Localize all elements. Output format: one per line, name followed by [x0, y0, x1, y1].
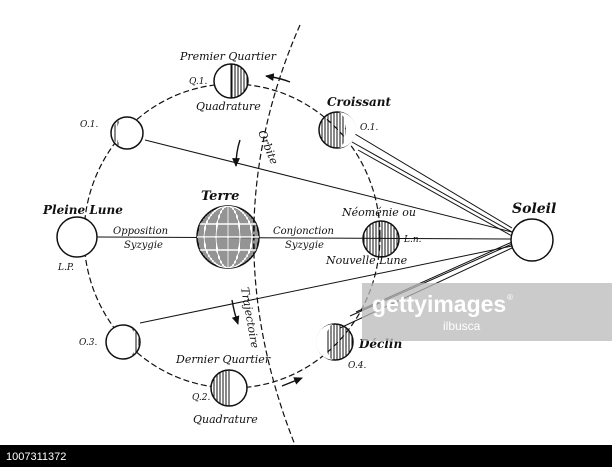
watermark-credit: ilbusca — [443, 319, 481, 333]
moon-first-quarter — [213, 63, 249, 99]
moon-waning-crescent — [316, 323, 354, 361]
moon-o3 — [105, 324, 141, 360]
moon-o1-left — [110, 116, 144, 150]
label-pleine-lune: Pleine Lune — [42, 203, 123, 217]
moon-last-quarter — [210, 369, 248, 407]
earth-globe — [196, 205, 260, 269]
label-dernier-quartier: Dernier Quartier — [175, 353, 271, 366]
sun — [510, 218, 554, 262]
label-o1-left: O.1. — [80, 120, 98, 130]
label-conjonction: Conjonction — [273, 226, 334, 237]
earth-trajectory — [253, 24, 301, 446]
label-quadrature-bottom: Quadrature — [193, 413, 258, 426]
label-orbite: Orbite — [255, 128, 281, 166]
watermark-registered: ® — [507, 293, 513, 302]
label-syzygie-right: Syzygie — [285, 240, 324, 251]
label-o3: O.3. — [79, 338, 97, 348]
watermark: gettyimages ® ilbusca — [362, 283, 612, 341]
moon-new — [362, 220, 400, 258]
label-o4: O.4. — [348, 361, 366, 371]
label-trajectoire: Trajectoire — [238, 286, 262, 349]
label-terre: Terre — [201, 189, 239, 204]
label-quadrature-top: Quadrature — [196, 100, 261, 113]
label-nouvelle-lune: Nouvelle Lune — [325, 254, 408, 267]
moon-crescent — [318, 111, 356, 149]
label-o1-right: O.1. — [360, 123, 378, 133]
label-lp: L.P. — [57, 263, 74, 273]
label-neomenie: Néoménie ou — [341, 206, 416, 219]
label-q2: Q.2. — [192, 393, 211, 403]
footer-image-id: 1007311372 — [6, 451, 66, 463]
label-croissant: Croissant — [327, 95, 391, 109]
label-ln: L.n. — [403, 235, 422, 245]
label-premier-quartier: Premier Quartier — [179, 50, 277, 63]
moon-full — [56, 216, 98, 258]
label-soleil: Soleil — [512, 201, 556, 217]
label-opposition: Opposition — [113, 226, 168, 237]
direction-arrows — [231, 73, 303, 387]
watermark-brand: gettyimages — [372, 291, 506, 317]
label-q1: Q.1. — [189, 77, 208, 87]
footer-bar — [0, 445, 612, 467]
label-syzygie-left: Syzygie — [124, 240, 163, 251]
